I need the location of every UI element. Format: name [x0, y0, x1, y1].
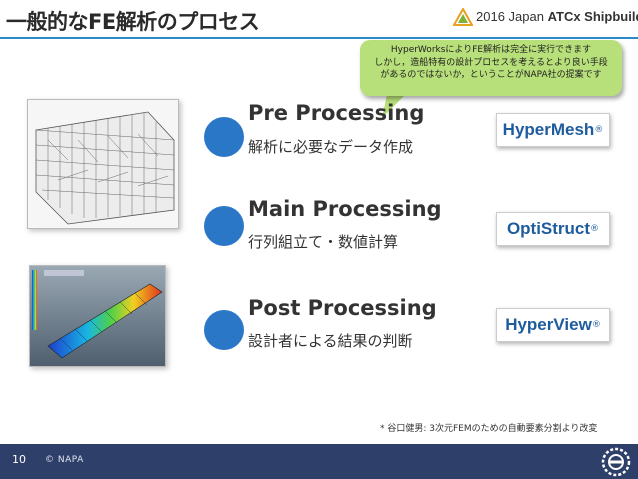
product-name: HyperView [505, 315, 592, 334]
callout-line: があるのではないか，ということがNAPA社の提案です [380, 70, 602, 80]
registered-mark: ® [590, 224, 600, 234]
step-bullet [204, 117, 244, 157]
page-number: 10 [12, 453, 26, 466]
callout-text: HyperWorksによりFE解析は完全に実行できます しかし，造船特有の設計プ… [362, 44, 620, 82]
optistruct-logo: OptiStruct® [496, 212, 610, 246]
step-bullet [204, 310, 244, 350]
product-name: HyperMesh [502, 120, 595, 139]
event-title: 2016 Japan ATCx Shipbuilding [476, 9, 638, 24]
step-main-subtitle: 行列組立て・数値計算 [248, 233, 399, 251]
callout-line: しかし，造船特有の設計プロセスを考えるとより良い手段 [374, 57, 608, 68]
title-divider [0, 37, 638, 39]
event-name: ATCx Shipbuilding [547, 9, 638, 24]
step-pre-title: Pre Processing [248, 101, 425, 125]
step-pre-subtitle: 解析に必要なデータ作成 [248, 138, 414, 156]
hypermesh-logo: HyperMesh® [496, 113, 610, 147]
ship-wireframe-image [27, 99, 179, 229]
callout-bubble [360, 40, 622, 96]
footer-bar [0, 444, 638, 479]
ship-fem-contour-image [29, 265, 166, 367]
step-post-title: Post Processing [248, 296, 437, 320]
callout-tail [382, 90, 410, 118]
registered-mark: ® [591, 320, 601, 330]
napa-logo-icon [601, 447, 631, 477]
page-title: 一般的なFE解析のプロセス [6, 10, 260, 34]
event-year: 2016 Japan [476, 9, 544, 24]
footnote: * 谷口健男: 3次元FEMのための自動要素分割より改変 [380, 424, 598, 434]
registered-mark: ® [594, 125, 604, 135]
product-name: OptiStruct [506, 219, 591, 238]
step-main-title: Main Processing [248, 197, 442, 221]
hyperview-logo: HyperView® [496, 308, 610, 342]
step-bullet [204, 206, 244, 246]
atcx-triangle-logo-icon [453, 8, 473, 26]
copyright-text: © NAPA [45, 455, 84, 465]
callout-line: HyperWorksによりFE解析は完全に実行できます [390, 45, 592, 55]
step-post-subtitle: 設計者による結果の判断 [248, 332, 413, 350]
